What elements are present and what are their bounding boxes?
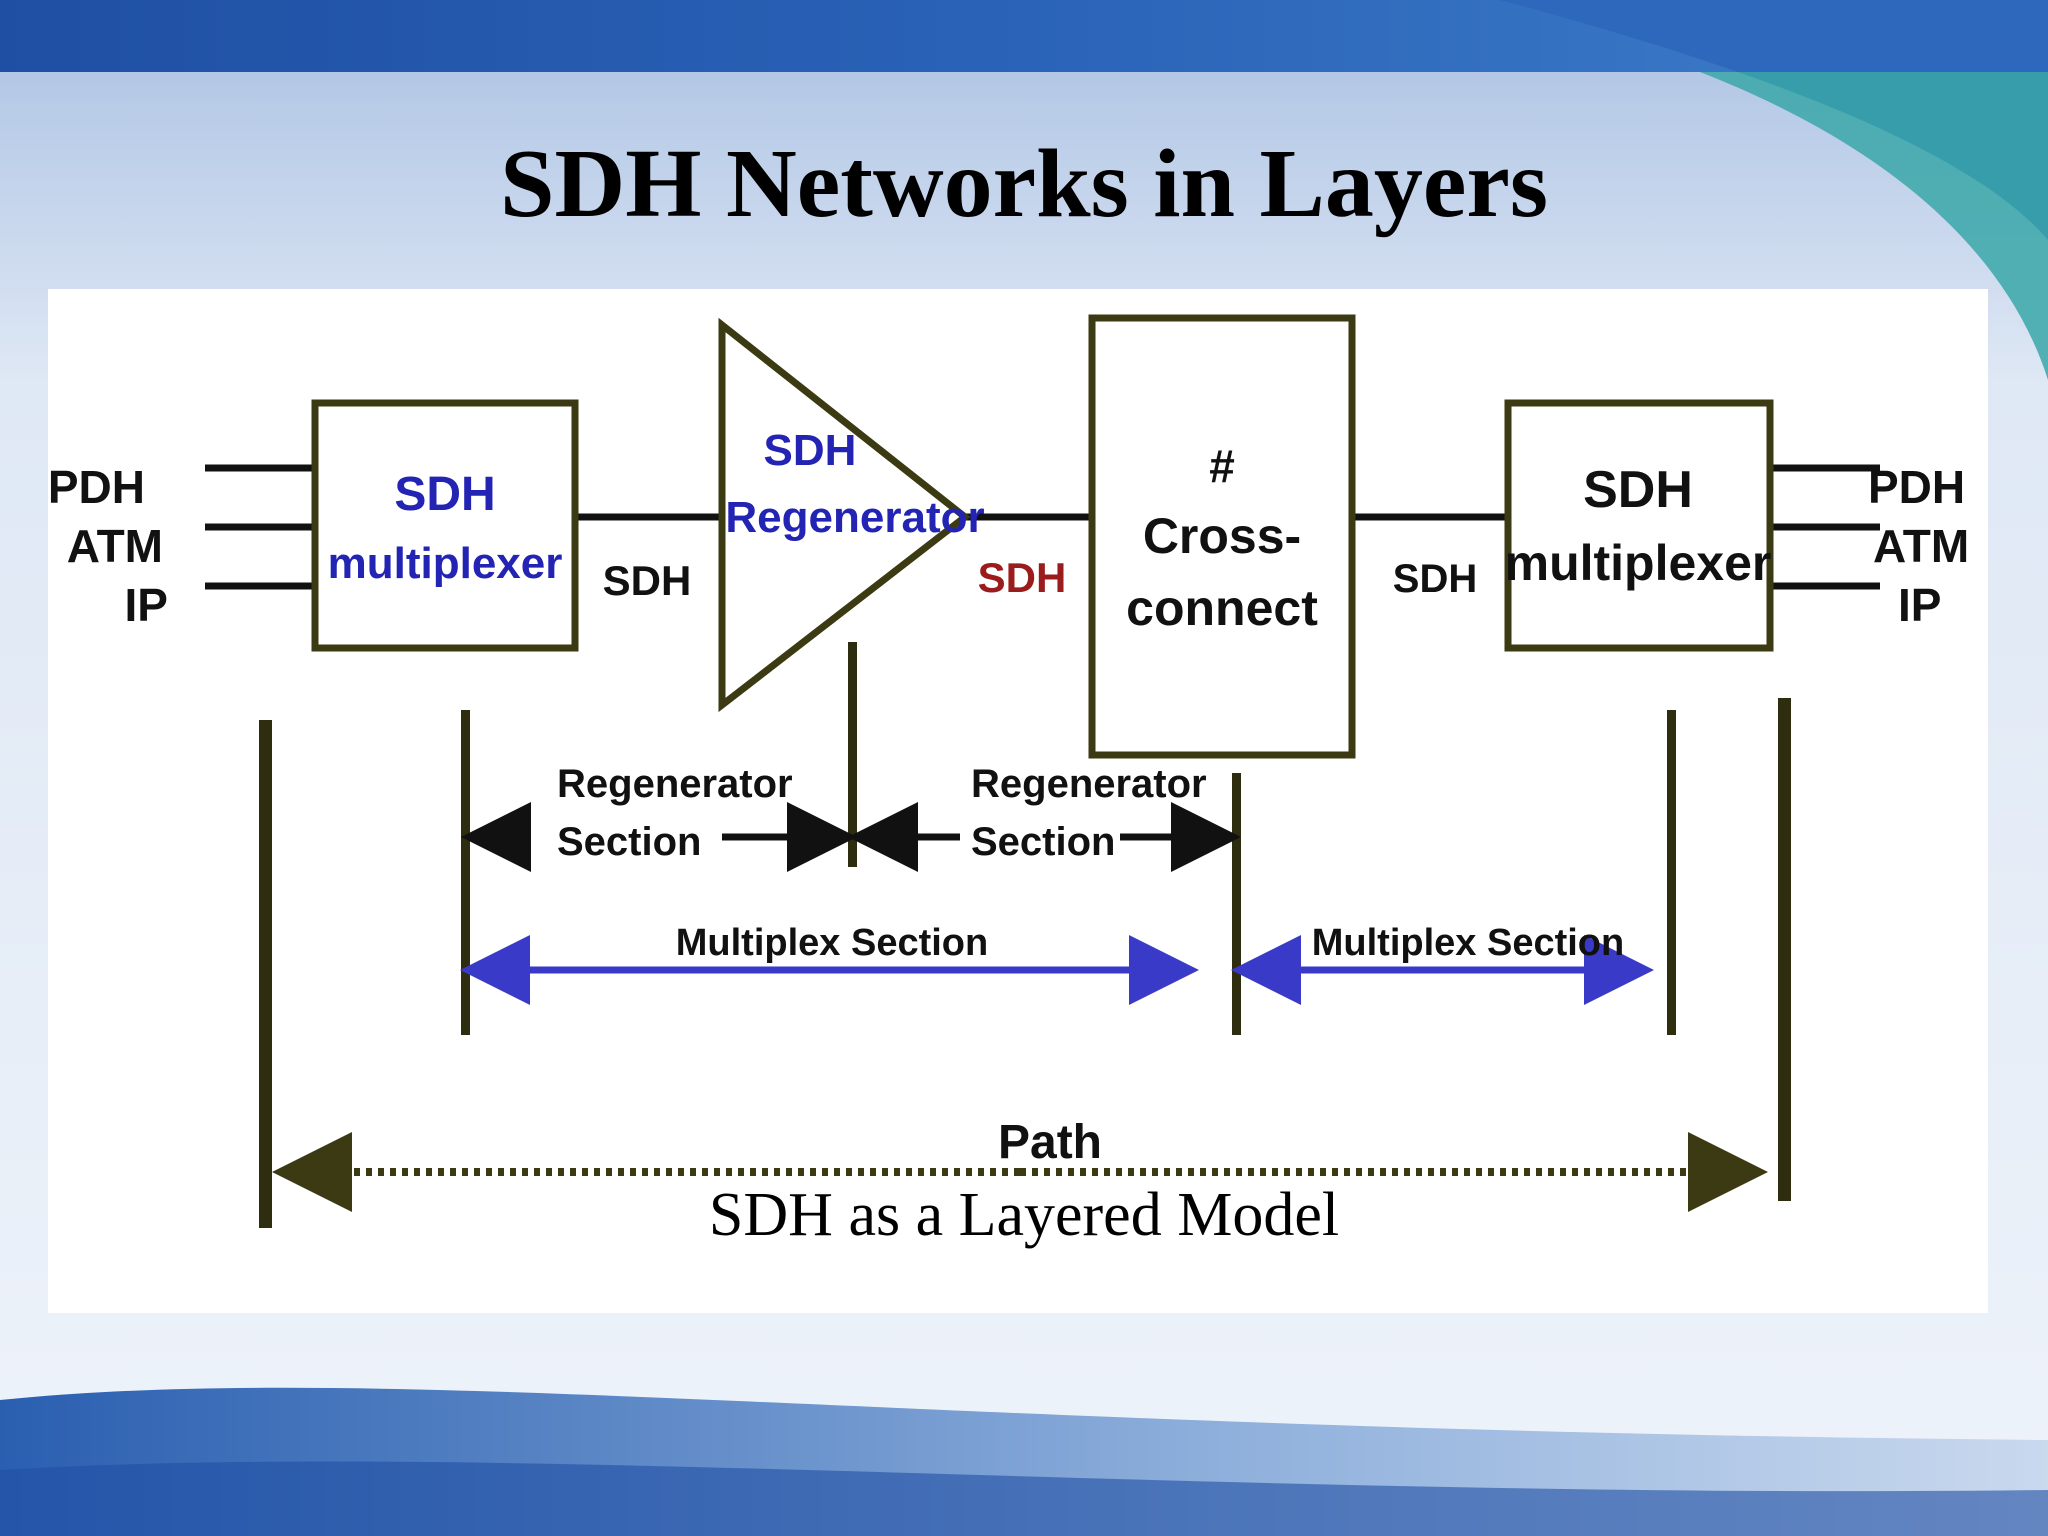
right-output-lines: [1770, 464, 1880, 590]
right-output-ip: IP: [1898, 579, 1941, 631]
left-input-ip: IP: [125, 579, 168, 631]
multiplex-section-1-label: Multiplex Section: [676, 922, 988, 964]
crossconnect-box: [1088, 314, 1356, 759]
link-label-3: SDH: [1393, 557, 1477, 601]
slide-title: SDH Networks in Layers: [499, 130, 1549, 238]
right-multiplexer-box: [1504, 399, 1774, 652]
regen-section-2-line1: Regenerator: [971, 762, 1207, 806]
regen-section-2-line2: Section: [971, 820, 1115, 864]
left-input-lines: [205, 464, 315, 590]
regenerator-label-2: Regenerator: [725, 493, 984, 542]
link-label-2: SDH: [978, 554, 1067, 601]
right-mux-label-1: SDH: [1583, 461, 1693, 519]
right-mux-label-2: multiplexer: [1505, 535, 1772, 591]
left-mux-label-1: SDH: [394, 468, 495, 521]
multiplex-section-2-label: Multiplex Section: [1312, 922, 1624, 964]
regen-section-1-line2: Section: [557, 820, 701, 864]
left-multiplexer-box: [311, 399, 579, 652]
regenerator-triangle: [718, 317, 971, 713]
crossconnect-label-1: #: [1209, 440, 1235, 492]
regen-section-1-line1: Regenerator: [557, 762, 793, 806]
link-label-1: SDH: [603, 557, 692, 604]
left-mux-label-2: multiplexer: [328, 539, 563, 588]
diagram-caption: SDH as a Layered Model: [708, 1181, 1340, 1249]
regenerator-label-1: SDH: [764, 426, 857, 475]
right-output-atm: ATM: [1873, 520, 1969, 572]
left-input-atm: ATM: [67, 520, 163, 572]
path-label: Path: [998, 1116, 1102, 1169]
section-boundaries: [259, 642, 1791, 1228]
crossconnect-label-3: connect: [1126, 580, 1318, 636]
right-output-pdh: PDH: [1868, 461, 1965, 513]
crossconnect-label-2: Cross-: [1143, 508, 1301, 564]
left-input-pdh: PDH: [48, 461, 145, 513]
